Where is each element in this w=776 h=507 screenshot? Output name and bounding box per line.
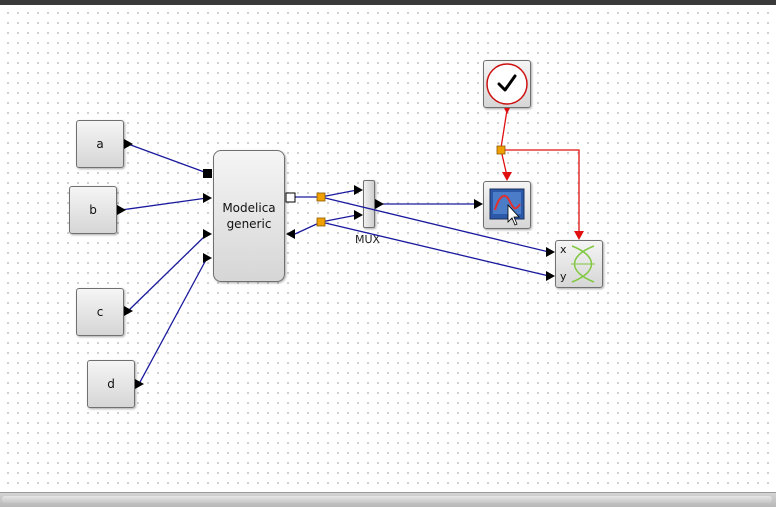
clock-output-port bbox=[504, 108, 510, 114]
xy-scope-input-port-x[interactable] bbox=[546, 247, 555, 257]
block-b-label: b bbox=[89, 203, 97, 217]
activation-link-clock-to-split[interactable] bbox=[500, 109, 508, 149]
scope-activation-arrow bbox=[502, 172, 512, 181]
xy-port-y-label: y bbox=[560, 270, 567, 283]
link-a-to-modelica[interactable] bbox=[127, 143, 208, 174]
modelica-input-port-3[interactable] bbox=[203, 229, 212, 239]
mux-label: MUX bbox=[355, 233, 381, 246]
link-split2-to-xy-y[interactable] bbox=[320, 221, 550, 277]
xy-lissajous-icon bbox=[571, 245, 595, 283]
mux-output-port[interactable] bbox=[375, 199, 384, 209]
split-point-2[interactable] bbox=[316, 217, 326, 227]
modelica-input-port-2[interactable] bbox=[203, 193, 212, 203]
block-d[interactable]: d bbox=[87, 360, 135, 408]
activation-link-split-to-xy[interactable] bbox=[501, 149, 580, 234]
modelica-label-line1: Modelica bbox=[222, 201, 276, 215]
block-b-output-port[interactable] bbox=[117, 205, 126, 215]
modelica-input-port-1[interactable] bbox=[203, 169, 212, 178]
diagram-canvas[interactable] bbox=[0, 5, 776, 492]
scope-display-icon bbox=[489, 188, 525, 226]
mux-block[interactable] bbox=[363, 180, 375, 228]
mux-input-port-1[interactable] bbox=[354, 185, 363, 195]
link-split1-to-xy-x[interactable] bbox=[320, 196, 550, 253]
block-c-label: c bbox=[96, 305, 104, 319]
block-a-label: a bbox=[96, 137, 104, 151]
modelica-label-line2: generic bbox=[226, 217, 272, 231]
modelica-output-port-2[interactable] bbox=[286, 229, 295, 239]
checkmark-clock-icon bbox=[486, 63, 528, 105]
split-point-clock[interactable] bbox=[496, 145, 506, 155]
modelica-input-port-4[interactable] bbox=[203, 253, 212, 263]
modelica-output-port-1[interactable] bbox=[285, 192, 296, 203]
xy-scope-input-port-y[interactable] bbox=[546, 271, 555, 281]
block-d-output-port[interactable] bbox=[135, 379, 144, 389]
mux-input-port-2[interactable] bbox=[354, 210, 363, 220]
link-b-to-modelica[interactable] bbox=[120, 197, 208, 211]
split-point-1[interactable] bbox=[316, 192, 326, 202]
xy-port-x-label: x bbox=[560, 243, 567, 256]
scope-input-port[interactable] bbox=[474, 199, 483, 209]
link-d-to-modelica[interactable] bbox=[138, 257, 208, 385]
block-c[interactable]: c bbox=[76, 288, 124, 336]
link-c-to-modelica[interactable] bbox=[127, 233, 208, 312]
block-b[interactable]: b bbox=[69, 186, 117, 234]
scrollbar-thumb[interactable] bbox=[2, 496, 772, 503]
horizontal-scrollbar[interactable] bbox=[0, 492, 776, 507]
block-c-output-port[interactable] bbox=[124, 306, 133, 316]
block-d-label: d bbox=[107, 377, 115, 391]
block-a[interactable]: a bbox=[76, 120, 124, 168]
xy-scope-activation-arrow bbox=[574, 231, 584, 240]
link-modelica-out1-to-mux[interactable] bbox=[295, 189, 358, 198]
window-top-bar bbox=[0, 0, 776, 5]
link-modelica-out2-to-mux[interactable] bbox=[294, 214, 358, 235]
modelica-generic-block[interactable]: Modelica generic bbox=[213, 150, 285, 282]
block-a-output-port[interactable] bbox=[124, 139, 133, 149]
